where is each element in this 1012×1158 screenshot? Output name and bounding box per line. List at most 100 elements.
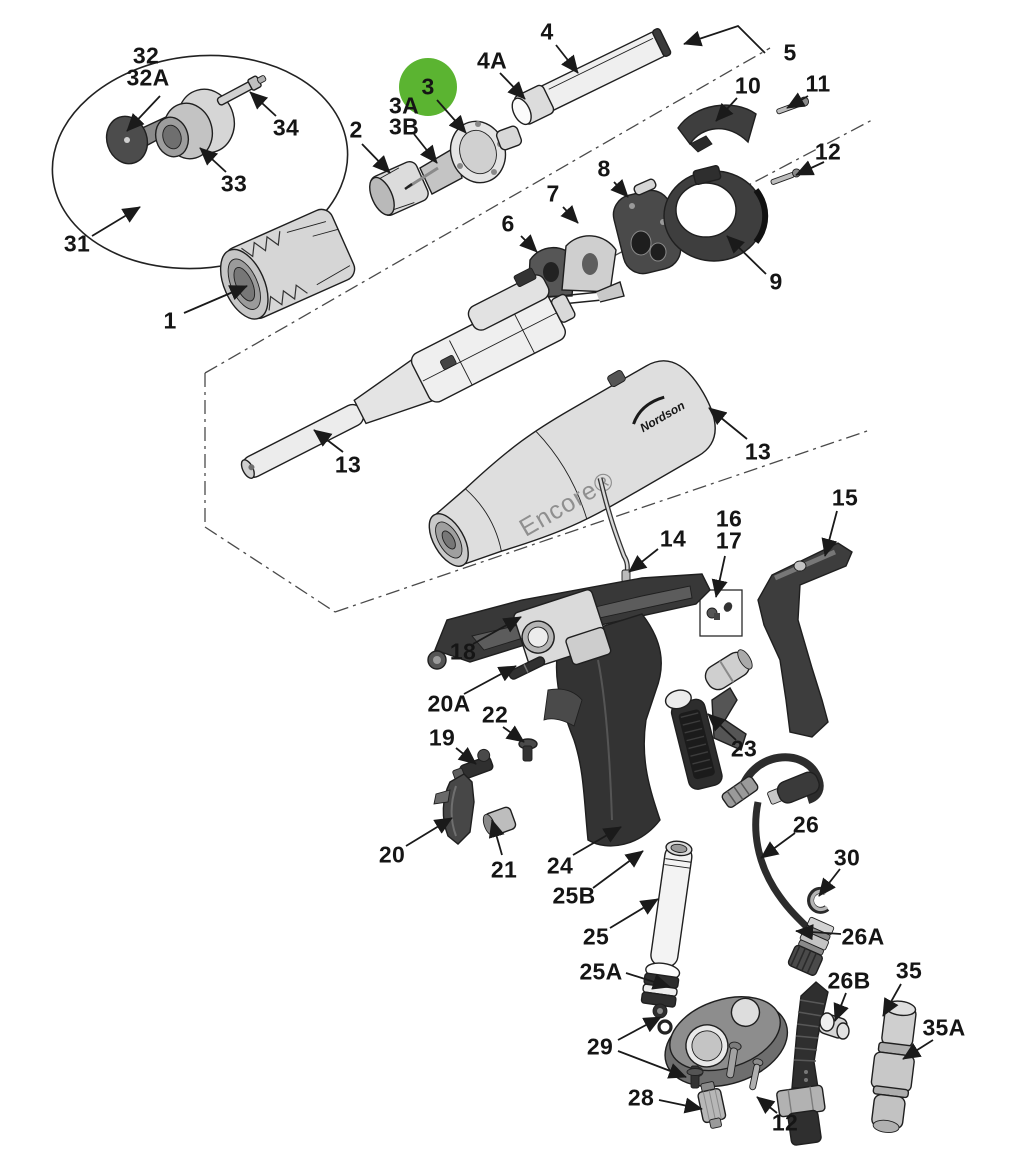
callout-11[interactable]: 11: [805, 70, 831, 97]
leader-line-4a: [499, 72, 526, 100]
leader-line-15: [821, 510, 838, 557]
leader-line-31: [91, 206, 141, 237]
callout-14[interactable]: 14: [659, 525, 687, 552]
callout-35a[interactable]: 35A: [922, 1014, 966, 1041]
callout-25[interactable]: 25: [582, 923, 610, 950]
callout-34[interactable]: 34: [272, 114, 300, 141]
callout-3[interactable]: 3: [421, 73, 435, 100]
part-18-manifold-block: [513, 589, 612, 669]
callout-2[interactable]: 2: [349, 116, 363, 143]
part-2-nozzle: [369, 161, 429, 216]
leader-line-28: [658, 1097, 703, 1114]
leader-line-26a: [795, 924, 842, 941]
leader-line-32a: [126, 95, 161, 132]
callout-13-left[interactable]: 13: [334, 451, 362, 478]
callout-20a[interactable]: 20A: [427, 690, 471, 717]
callout-5[interactable]: 5: [783, 39, 797, 66]
leader-line-13-left: [313, 429, 344, 453]
part-19-fitting: [452, 748, 494, 781]
callout-24[interactable]: 24: [546, 852, 574, 879]
leader-line-7: [560, 204, 579, 224]
leader-line-14: [628, 548, 659, 573]
callout-19[interactable]: 19: [428, 724, 456, 751]
leader-line-8: [610, 178, 629, 198]
leader-line-13-right: [708, 407, 748, 440]
callout-25b[interactable]: 25B: [552, 882, 596, 909]
leader-line-9: [726, 235, 767, 275]
callout-16[interactable]: 16: [715, 505, 743, 532]
callout-20[interactable]: 20: [378, 841, 406, 868]
callout-4a[interactable]: 4A: [476, 47, 508, 74]
leader-line-12-bottom: [756, 1096, 778, 1115]
part-1-nozzle-nut: [219, 208, 356, 320]
callout-30[interactable]: 30: [833, 844, 861, 871]
callout-28[interactable]: 28: [627, 1084, 655, 1111]
callout-25a[interactable]: 25A: [579, 958, 623, 985]
callout-23[interactable]: 23: [730, 735, 758, 762]
leader-line-20a: [463, 665, 517, 695]
leader-line-26b: [833, 992, 849, 1022]
part-26-cable: [721, 753, 835, 1146]
part-10-cover: [677, 104, 757, 153]
callout-1[interactable]: 1: [163, 307, 177, 334]
callout-32[interactable]: 32: [132, 42, 160, 69]
leader-line-17: [711, 555, 728, 598]
callout-3b[interactable]: 3B: [388, 113, 420, 140]
leader-line-29-1: [617, 1050, 687, 1079]
callout-33[interactable]: 33: [220, 170, 248, 197]
callout-7[interactable]: 7: [546, 180, 560, 207]
part-3-electrode-holder: [404, 120, 523, 195]
leader-line-29: [617, 1016, 662, 1041]
callout-26b[interactable]: 26B: [827, 967, 871, 994]
leader-line-18: [472, 616, 522, 645]
leader-line-5: [683, 24, 766, 54]
callout-31[interactable]: 31: [63, 230, 91, 257]
part-14-tubing: [597, 477, 631, 583]
leader-line-3b: [413, 133, 438, 164]
callout-26[interactable]: 26: [792, 811, 820, 838]
callout-9[interactable]: 9: [769, 268, 783, 295]
part-16-17-fasteners: [699, 589, 743, 637]
callout-17[interactable]: 17: [715, 527, 743, 554]
callout-12-bottom[interactable]: 12: [771, 1109, 799, 1136]
leader-line-6: [519, 234, 538, 253]
callout-10[interactable]: 10: [734, 72, 762, 99]
part-28-valve: [697, 1081, 727, 1129]
callout-15[interactable]: 15: [831, 484, 859, 511]
leader-line-2: [361, 143, 391, 174]
centerlines: [204, 47, 873, 613]
callout-32a[interactable]: 32A: [126, 64, 170, 91]
callout-12-top[interactable]: 12: [814, 138, 842, 165]
leader-line-11: [786, 92, 809, 109]
kit-balloon: [51, 54, 349, 270]
highlight-circle: [399, 58, 457, 116]
leader-line-20: [405, 817, 453, 847]
callout-29[interactable]: 29: [586, 1033, 614, 1060]
leader-line-35a: [902, 1039, 934, 1060]
leader-line-21: [488, 819, 505, 856]
callout-4[interactable]: 4: [540, 18, 554, 45]
leader-line-33: [199, 147, 227, 173]
foot-plate-group: [652, 996, 789, 1129]
leader-line-35: [882, 983, 902, 1017]
callout-21[interactable]: 21: [490, 856, 518, 883]
callout-3a[interactable]: 3A: [388, 92, 420, 119]
part-13-pump-assembly: [240, 267, 576, 479]
leader-line-24: [572, 826, 622, 856]
callout-8[interactable]: 8: [597, 155, 611, 182]
leader-line-34: [249, 91, 277, 117]
leader-line-23: [707, 713, 737, 741]
leader-line-4: [555, 44, 579, 74]
callout-35[interactable]: 35: [895, 957, 923, 984]
callout-6[interactable]: 6: [501, 210, 515, 237]
callout-22[interactable]: 22: [481, 701, 509, 728]
callout-26a[interactable]: 26A: [841, 923, 885, 950]
leader-line-25: [609, 898, 659, 929]
leader-line-25a: [625, 972, 671, 990]
callout-13-right[interactable]: 13: [744, 438, 772, 465]
leader-line-3: [436, 99, 467, 134]
callout-18[interactable]: 18: [449, 638, 477, 665]
